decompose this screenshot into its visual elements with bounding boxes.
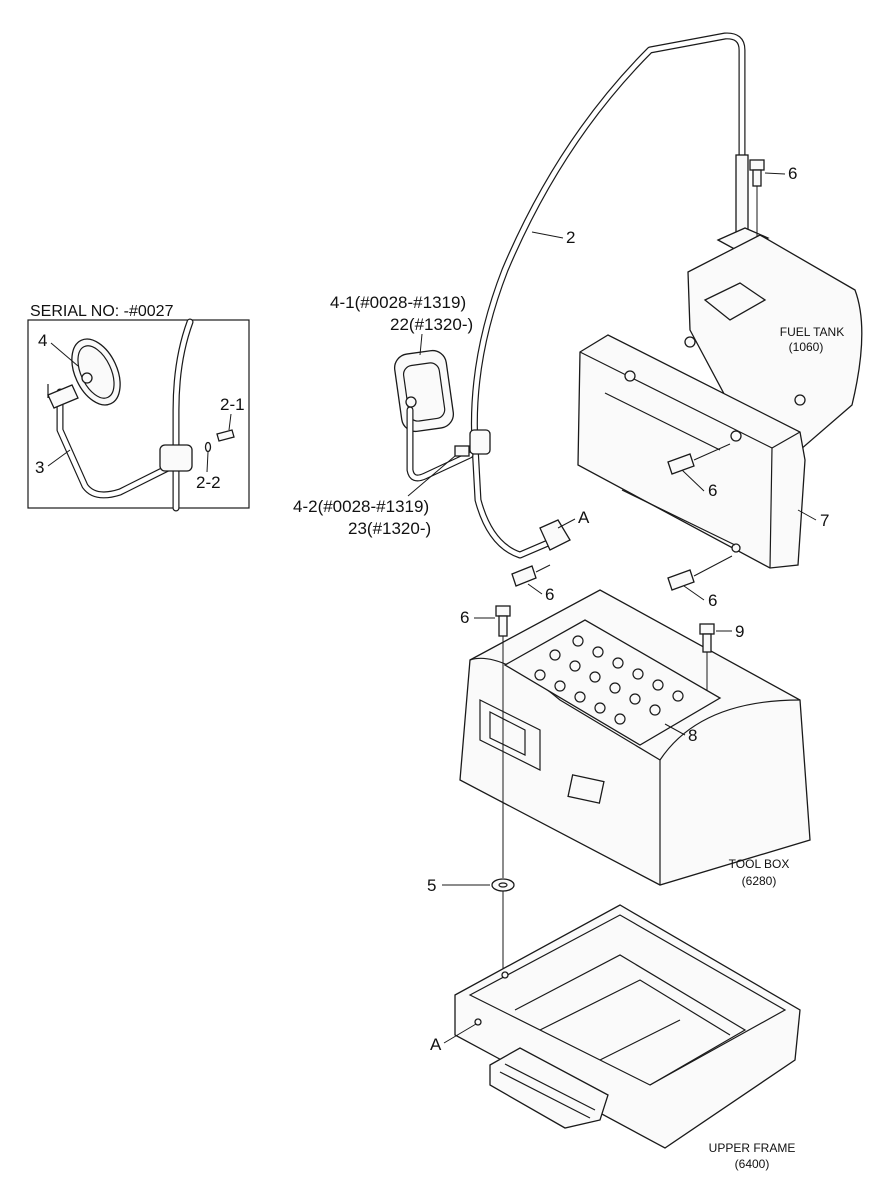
callout-6-top: 6 (788, 164, 797, 183)
callouts: 2 6 4-1(#0028-#1319) 22(#1320-) 4-2(#002… (293, 164, 829, 1054)
tool-box-label: TOOL BOX (729, 857, 790, 871)
step-plate-holes (534, 635, 684, 725)
upper-frame-label: UPPER FRAME (709, 1141, 796, 1155)
callout-2-2: 2-2 (196, 473, 221, 492)
inset-bolt (216, 429, 235, 442)
callout-4-1: 4-1(#0028-#1319) (330, 293, 466, 312)
inset-mirror (71, 338, 121, 406)
callout-9: 9 (735, 622, 744, 641)
callout-6-step: 6 (460, 608, 469, 627)
callout-6-cover-1: 6 (708, 481, 717, 500)
reference-notes: FUEL TANK (1060) TOOL BOX (6280) UPPER F… (709, 325, 845, 1171)
callout-5: 5 (427, 876, 436, 895)
step-foot (489, 1047, 609, 1129)
bolt-cover-1 (667, 443, 731, 475)
washer-5 (491, 878, 515, 975)
serial-number-label: SERIAL NO: -#0027 (30, 303, 174, 320)
fuel-tank-label: FUEL TANK (780, 325, 844, 339)
callout-6-cover-2: 6 (708, 591, 717, 610)
callout-2-1: 2-1 (220, 395, 245, 414)
upper-frame-code: (6400) (735, 1157, 770, 1171)
callout-6-stay: 6 (545, 585, 554, 604)
main-mirror (393, 349, 491, 482)
callout-22: 22(#1320-) (390, 315, 473, 334)
stay-top-flange (716, 227, 770, 253)
inset-washer (204, 441, 212, 453)
inset-mirror-bracket (47, 384, 79, 409)
upper-frame (454, 904, 801, 1149)
bolt-stay (511, 564, 551, 587)
tool-box-code: (6280) (742, 874, 777, 888)
callout-7: 7 (820, 511, 829, 530)
inset-frame (27, 319, 250, 509)
inset-panel: SERIAL NO: -#0027 4 2-1 2-2 3 (27, 303, 250, 512)
callout-4: 4 (38, 331, 47, 350)
stay-bottom-flange (539, 519, 571, 551)
callout-2: 2 (566, 228, 575, 247)
callout-a-upper: A (578, 508, 590, 527)
callout-8: 8 (688, 726, 697, 745)
fuel-tank-code: (1060) (789, 340, 824, 354)
callout-3: 3 (35, 458, 44, 477)
mirror-stay (470, 32, 770, 559)
bolt-9 (699, 623, 715, 690)
callout-a-lower: A (430, 1035, 442, 1054)
bolt-cover-2 (667, 555, 733, 591)
step-plate (503, 619, 722, 746)
callout-4-2: 4-2(#0028-#1319) (293, 497, 429, 516)
inset-clamp (159, 444, 193, 472)
callout-23: 23(#1320-) (348, 519, 431, 538)
bolt-step (495, 605, 511, 878)
fuel-tank (684, 234, 863, 451)
